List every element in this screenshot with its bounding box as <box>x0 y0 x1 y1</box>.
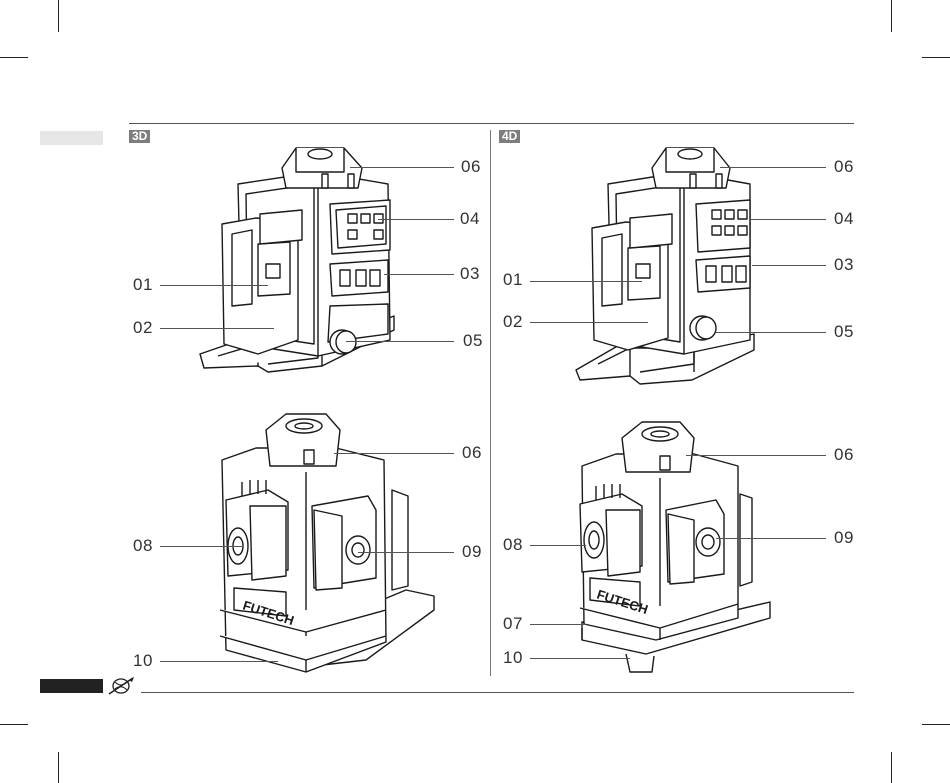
callout-03: 03 <box>834 256 854 274</box>
panel-tag-3d: 3D <box>129 130 150 143</box>
globe-pen-icon <box>107 674 137 698</box>
callout-10: 10 <box>133 652 153 670</box>
leader-line <box>530 281 642 282</box>
leader-line <box>530 658 630 659</box>
footer-tab <box>40 679 103 693</box>
leader-line <box>530 322 648 323</box>
callout-07: 07 <box>503 615 523 633</box>
leader-line <box>530 624 586 625</box>
callout-06: 06 <box>834 446 854 464</box>
header-rule <box>129 123 854 124</box>
leader-line <box>384 274 454 275</box>
leader-line <box>346 341 454 342</box>
leader-line <box>160 285 268 286</box>
callout-08: 08 <box>133 537 153 555</box>
callout-06: 06 <box>834 158 854 176</box>
callout-02: 02 <box>133 319 153 337</box>
callout-01: 01 <box>503 271 523 289</box>
leader-line <box>530 545 586 546</box>
crop-mark <box>922 724 950 725</box>
crop-mark <box>0 724 28 725</box>
callout-04: 04 <box>834 210 854 228</box>
crop-mark <box>922 57 950 58</box>
leader-line <box>378 219 454 220</box>
callout-09: 09 <box>462 543 482 561</box>
leader-line <box>716 538 826 539</box>
leader-line <box>334 453 454 454</box>
callout-05: 05 <box>463 332 483 350</box>
crop-mark <box>0 57 28 58</box>
callout-04: 04 <box>460 210 480 228</box>
leader-line <box>716 332 826 333</box>
crop-mark <box>891 0 892 32</box>
language-tab <box>40 131 103 145</box>
callout-09: 09 <box>834 529 854 547</box>
callout-08: 08 <box>503 536 523 554</box>
laser-level-3d-rear-illustration: FUTECH <box>216 410 436 676</box>
crop-mark <box>891 752 892 783</box>
leader-line <box>686 455 826 456</box>
callout-06: 06 <box>461 158 481 176</box>
panel-tag-4d: 4D <box>499 130 520 143</box>
crop-mark <box>58 0 59 32</box>
footer-rule <box>141 692 854 693</box>
callout-05: 05 <box>834 323 854 341</box>
leader-line <box>160 661 278 662</box>
leader-line <box>720 167 826 168</box>
leader-line <box>358 552 454 553</box>
callout-06: 06 <box>462 444 482 462</box>
leader-line <box>750 219 826 220</box>
leader-line <box>160 546 242 547</box>
leader-line <box>350 167 454 168</box>
laser-level-4d-rear-illustration: FUTECH <box>576 418 776 674</box>
panel-divider <box>490 130 491 676</box>
crop-mark <box>58 752 59 783</box>
callout-10: 10 <box>503 649 523 667</box>
callout-03: 03 <box>460 265 480 283</box>
leader-line <box>160 328 274 329</box>
laser-level-4d-front-illustration <box>574 144 758 384</box>
callout-02: 02 <box>503 313 523 331</box>
laser-level-3d-front-illustration <box>198 144 398 374</box>
callout-01: 01 <box>133 276 153 294</box>
leader-line <box>752 265 826 266</box>
